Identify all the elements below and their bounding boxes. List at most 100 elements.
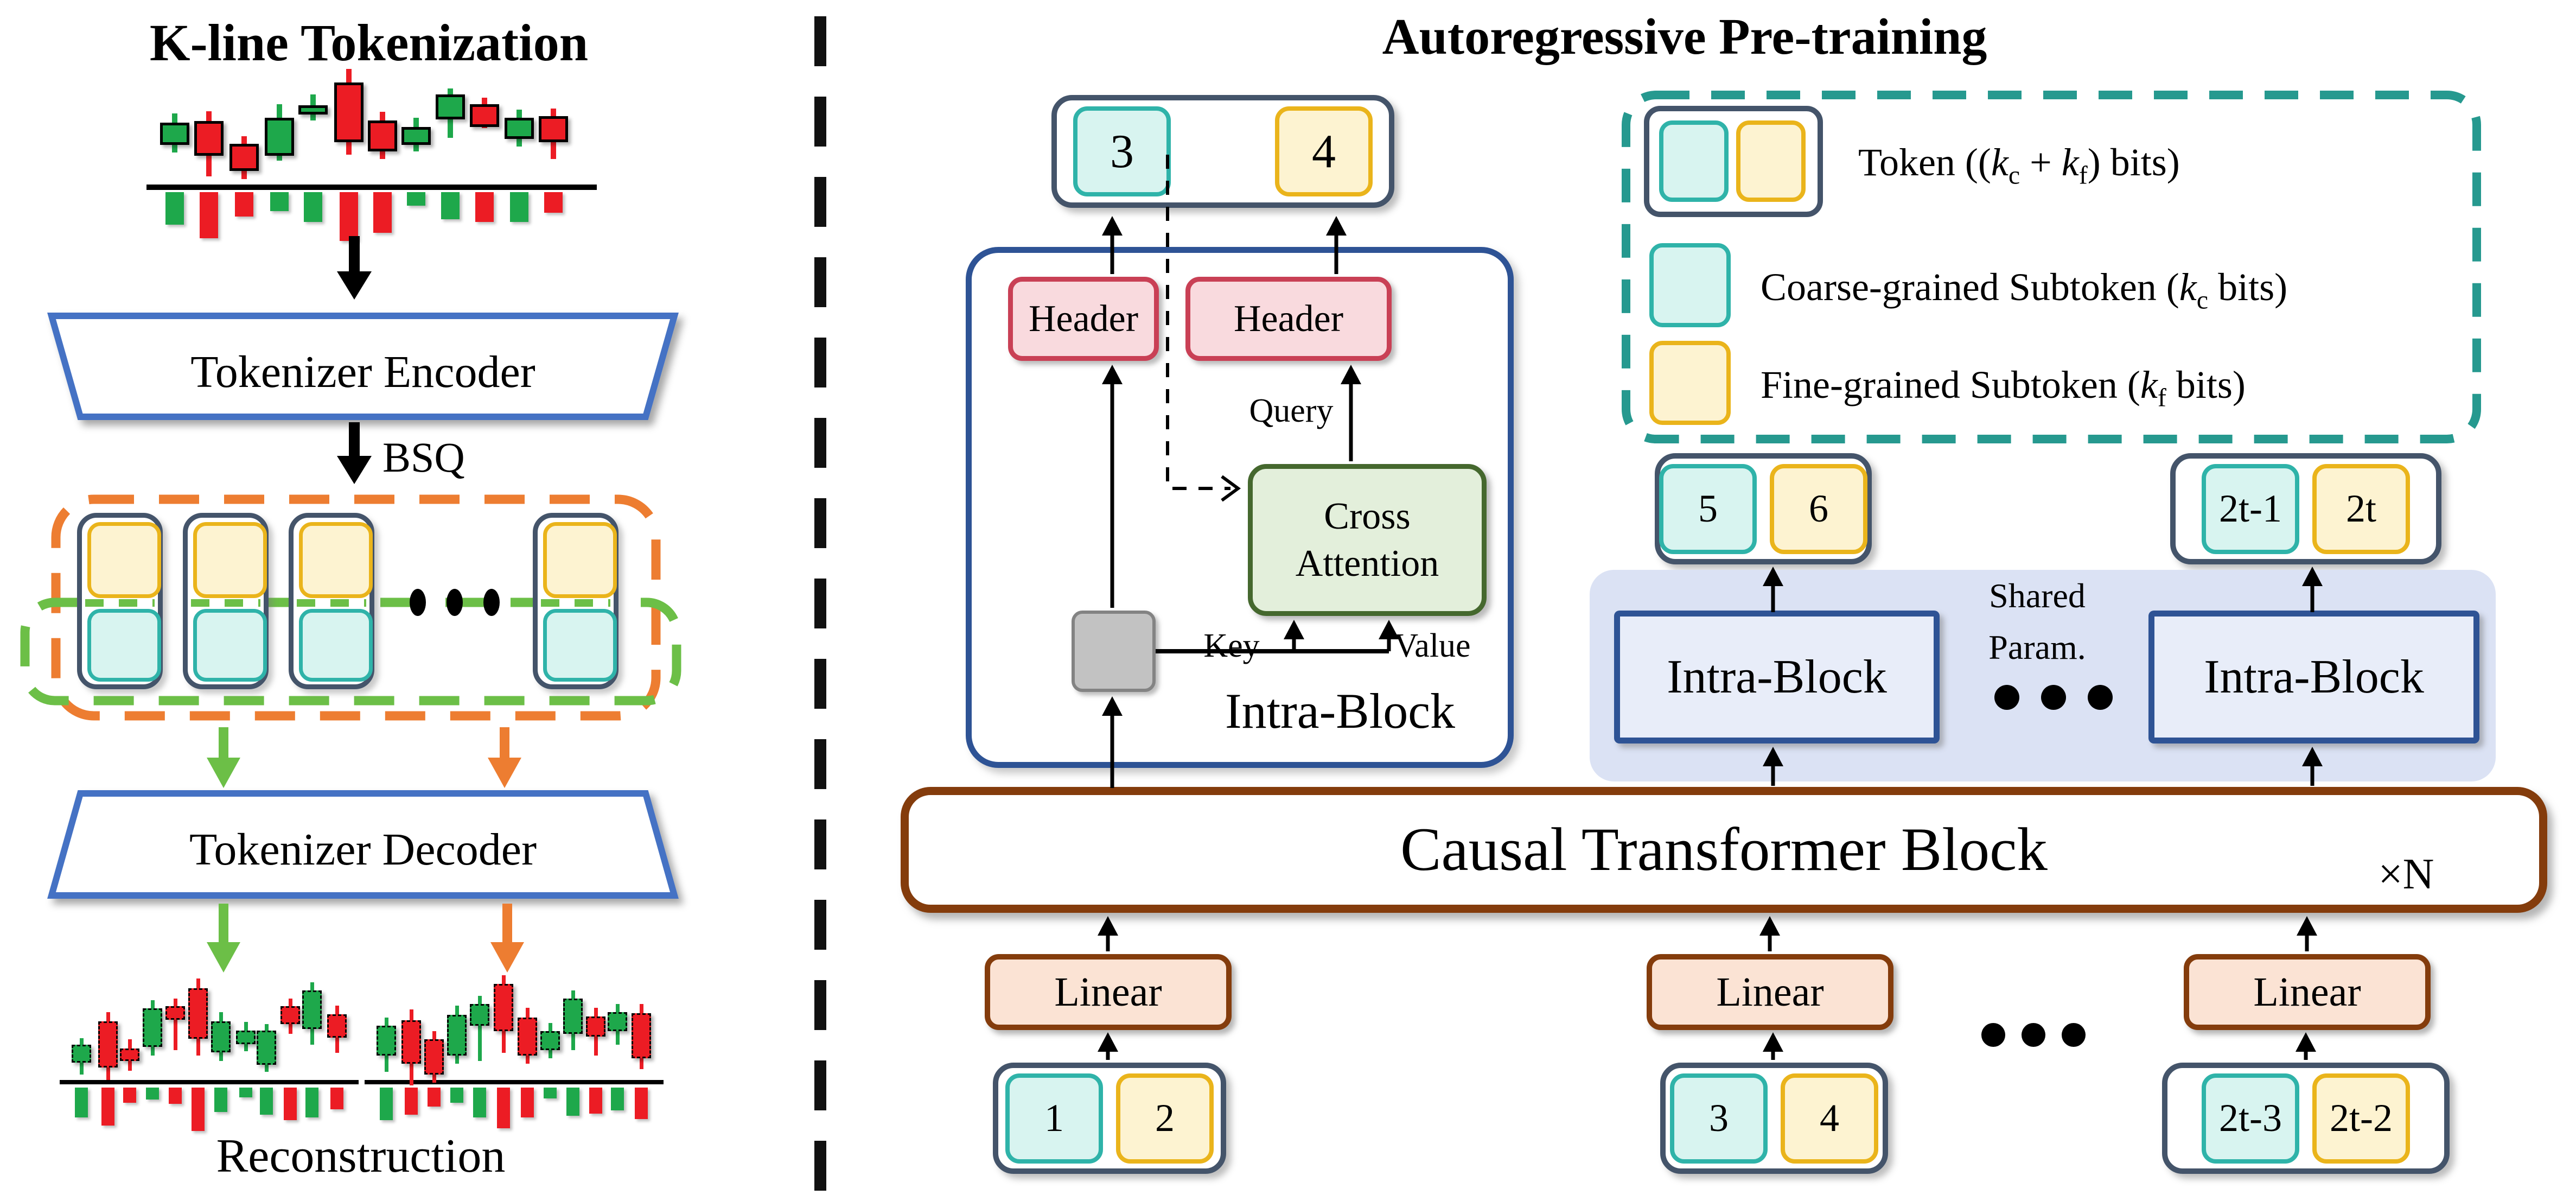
token-pair-2 bbox=[183, 513, 269, 689]
candle-wick bbox=[173, 999, 177, 1050]
volume-bar bbox=[428, 1088, 441, 1107]
green-dash-segment bbox=[541, 599, 610, 607]
fine-subtoken-icon bbox=[193, 522, 267, 598]
value-label: Value bbox=[1394, 627, 1471, 664]
candle-body bbox=[265, 118, 294, 156]
left-panel-title: K-line Tokenization bbox=[149, 13, 589, 72]
green-dash-segment bbox=[297, 599, 366, 607]
candle-body bbox=[334, 82, 364, 142]
volume-bar bbox=[330, 1088, 343, 1109]
causal-transformer-block bbox=[901, 787, 2547, 913]
legend-token-mid: + bbox=[2020, 141, 2062, 184]
candle-body bbox=[401, 1020, 421, 1064]
coarse-subtoken-1: 1 bbox=[1005, 1073, 1103, 1164]
volume-bar bbox=[200, 192, 218, 238]
candle-body bbox=[327, 1014, 347, 1038]
coarse-subtoken-2t-1: 2t-1 bbox=[2202, 463, 2299, 554]
candle-body bbox=[401, 127, 431, 145]
legend-fine-in-token-icon bbox=[1736, 120, 1806, 202]
legend-coarse-in-token-icon bbox=[1659, 120, 1729, 202]
fine-subtoken-2: 2 bbox=[1116, 1073, 1214, 1164]
volume-bar bbox=[270, 192, 289, 211]
ellipsis-dots bbox=[2062, 1023, 2086, 1047]
volume-bar bbox=[169, 1088, 182, 1104]
intra-block-detail-label: Intra-Block bbox=[1225, 683, 1456, 739]
fine-subtoken-4: 4 bbox=[1275, 106, 1373, 196]
coarse-subtoken-2t-3: 2t-3 bbox=[2202, 1073, 2299, 1164]
token-pair-1 bbox=[77, 513, 163, 689]
cross-attention-box: Cross Attention bbox=[1248, 464, 1487, 616]
volume-bar bbox=[101, 1088, 114, 1126]
reconstruction-chart-2 bbox=[365, 974, 664, 1153]
fine-subtoken-2t: 2t bbox=[2312, 463, 2410, 554]
chart-baseline bbox=[146, 185, 597, 190]
candle-body bbox=[540, 1031, 560, 1050]
legend-fine-s: f bbox=[2157, 383, 2166, 412]
volume-bar bbox=[450, 1088, 463, 1103]
coarse-subtoken-icon bbox=[299, 609, 373, 682]
legend-fine-text: Fine-grained Subtoken (kf bits) bbox=[1761, 363, 2246, 412]
sequence-token-b: 2t-1 2t bbox=[2170, 453, 2441, 564]
linear-box-1: Linear bbox=[985, 954, 1232, 1030]
volume-bar bbox=[165, 192, 184, 225]
legend-token-text-pre: Token (( bbox=[1858, 141, 1991, 184]
candle-body bbox=[194, 121, 224, 156]
volume-bar bbox=[441, 192, 460, 219]
candle-body bbox=[280, 1006, 300, 1024]
candle-wick bbox=[477, 996, 482, 1061]
legend-coarse-pre: Coarse-grained Subtoken ( bbox=[1761, 265, 2179, 309]
candle-body bbox=[257, 1031, 276, 1065]
candle-body bbox=[211, 1021, 231, 1052]
coarse-subtoken-5: 5 bbox=[1659, 463, 1757, 554]
input-token-1-2: 1 2 bbox=[993, 1063, 1226, 1174]
candle-body bbox=[539, 116, 568, 142]
candle-body bbox=[447, 1015, 467, 1056]
legend-token-s1: c bbox=[2008, 161, 2020, 190]
ellipsis-dots bbox=[447, 589, 463, 616]
volume-bar bbox=[305, 1088, 318, 1117]
legend-fine-post: bits) bbox=[2166, 363, 2246, 406]
fine-subtoken-6: 6 bbox=[1770, 463, 1867, 554]
candle-body bbox=[494, 984, 513, 1031]
candle-body bbox=[302, 990, 322, 1029]
volume-bar bbox=[566, 1088, 579, 1116]
sequence-token-a: 5 6 bbox=[1655, 453, 1872, 564]
input-token-3-4: 3 4 bbox=[1660, 1063, 1888, 1174]
legend-token-k1: k bbox=[1991, 141, 2008, 184]
linear-box-2: Linear bbox=[1647, 954, 1893, 1030]
legend-coarse-text: Coarse-grained Subtoken (kc bits) bbox=[1761, 265, 2287, 315]
shared-param-label-2: Param. bbox=[1988, 628, 2086, 666]
volume-bar bbox=[380, 1088, 393, 1120]
volume-bar bbox=[146, 1088, 159, 1100]
fine-subtoken-icon bbox=[87, 522, 161, 598]
legend-coarse-s: c bbox=[2196, 285, 2209, 315]
causal-multiplier-label: ×N bbox=[2378, 850, 2434, 898]
volume-bar bbox=[405, 1088, 418, 1115]
green-dash-segment bbox=[85, 599, 155, 607]
legend-coarse-icon bbox=[1649, 243, 1731, 327]
ellipsis-dots bbox=[1981, 1023, 2005, 1047]
ellipsis-dots bbox=[2088, 685, 2113, 710]
coarse-subtoken-icon bbox=[543, 609, 617, 682]
coarse-subtoken-3b: 3 bbox=[1670, 1073, 1768, 1164]
ellipsis-dots bbox=[2022, 1023, 2045, 1047]
legend-token-s2: f bbox=[2078, 161, 2088, 190]
candle-body bbox=[470, 104, 499, 127]
candle-body bbox=[608, 1012, 627, 1031]
input-token-2t3-2t2: 2t-3 2t-2 bbox=[2162, 1063, 2450, 1174]
candle-body bbox=[368, 120, 397, 151]
kline-input-chart bbox=[146, 65, 597, 244]
ellipsis-dots bbox=[483, 589, 500, 616]
ellipsis-dots bbox=[410, 589, 426, 616]
candle-body bbox=[563, 999, 583, 1034]
volume-bar bbox=[510, 192, 528, 222]
hidden-state-box bbox=[1072, 611, 1156, 692]
volume-bar bbox=[521, 1088, 534, 1117]
token-pair-3 bbox=[289, 513, 374, 689]
volume-bar bbox=[373, 192, 392, 233]
candle-body bbox=[518, 1018, 537, 1056]
coarse-subtoken-icon bbox=[193, 609, 267, 682]
volume-bar bbox=[635, 1088, 648, 1119]
